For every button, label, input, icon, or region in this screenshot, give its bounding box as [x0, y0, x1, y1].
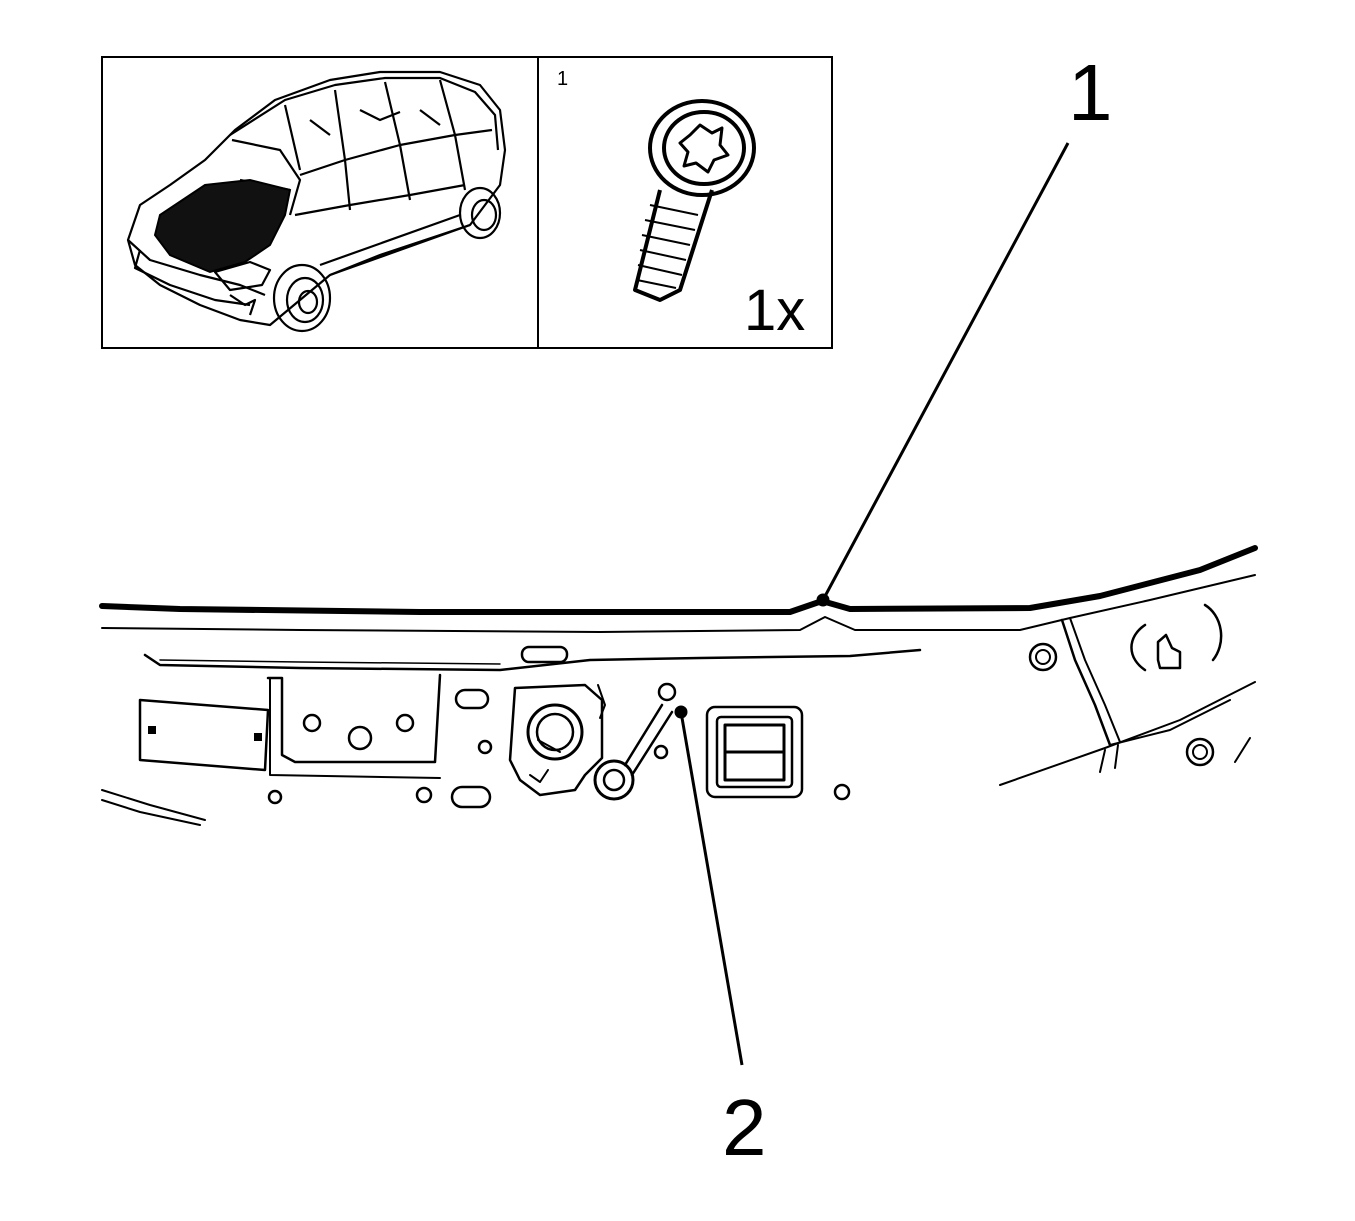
- leader-lines: [674, 142, 1070, 1066]
- callout-1: 1: [1068, 48, 1113, 137]
- hood-highlight: [153, 178, 292, 274]
- front-panel-drawing: [99, 545, 1258, 826]
- torx-screw-icon: [633, 99, 756, 302]
- car-outline-icon: [126, 70, 507, 333]
- inset-panel-index: 1: [557, 68, 568, 90]
- quantity-label: 1x: [744, 278, 805, 343]
- callout-2: 2: [722, 1083, 767, 1172]
